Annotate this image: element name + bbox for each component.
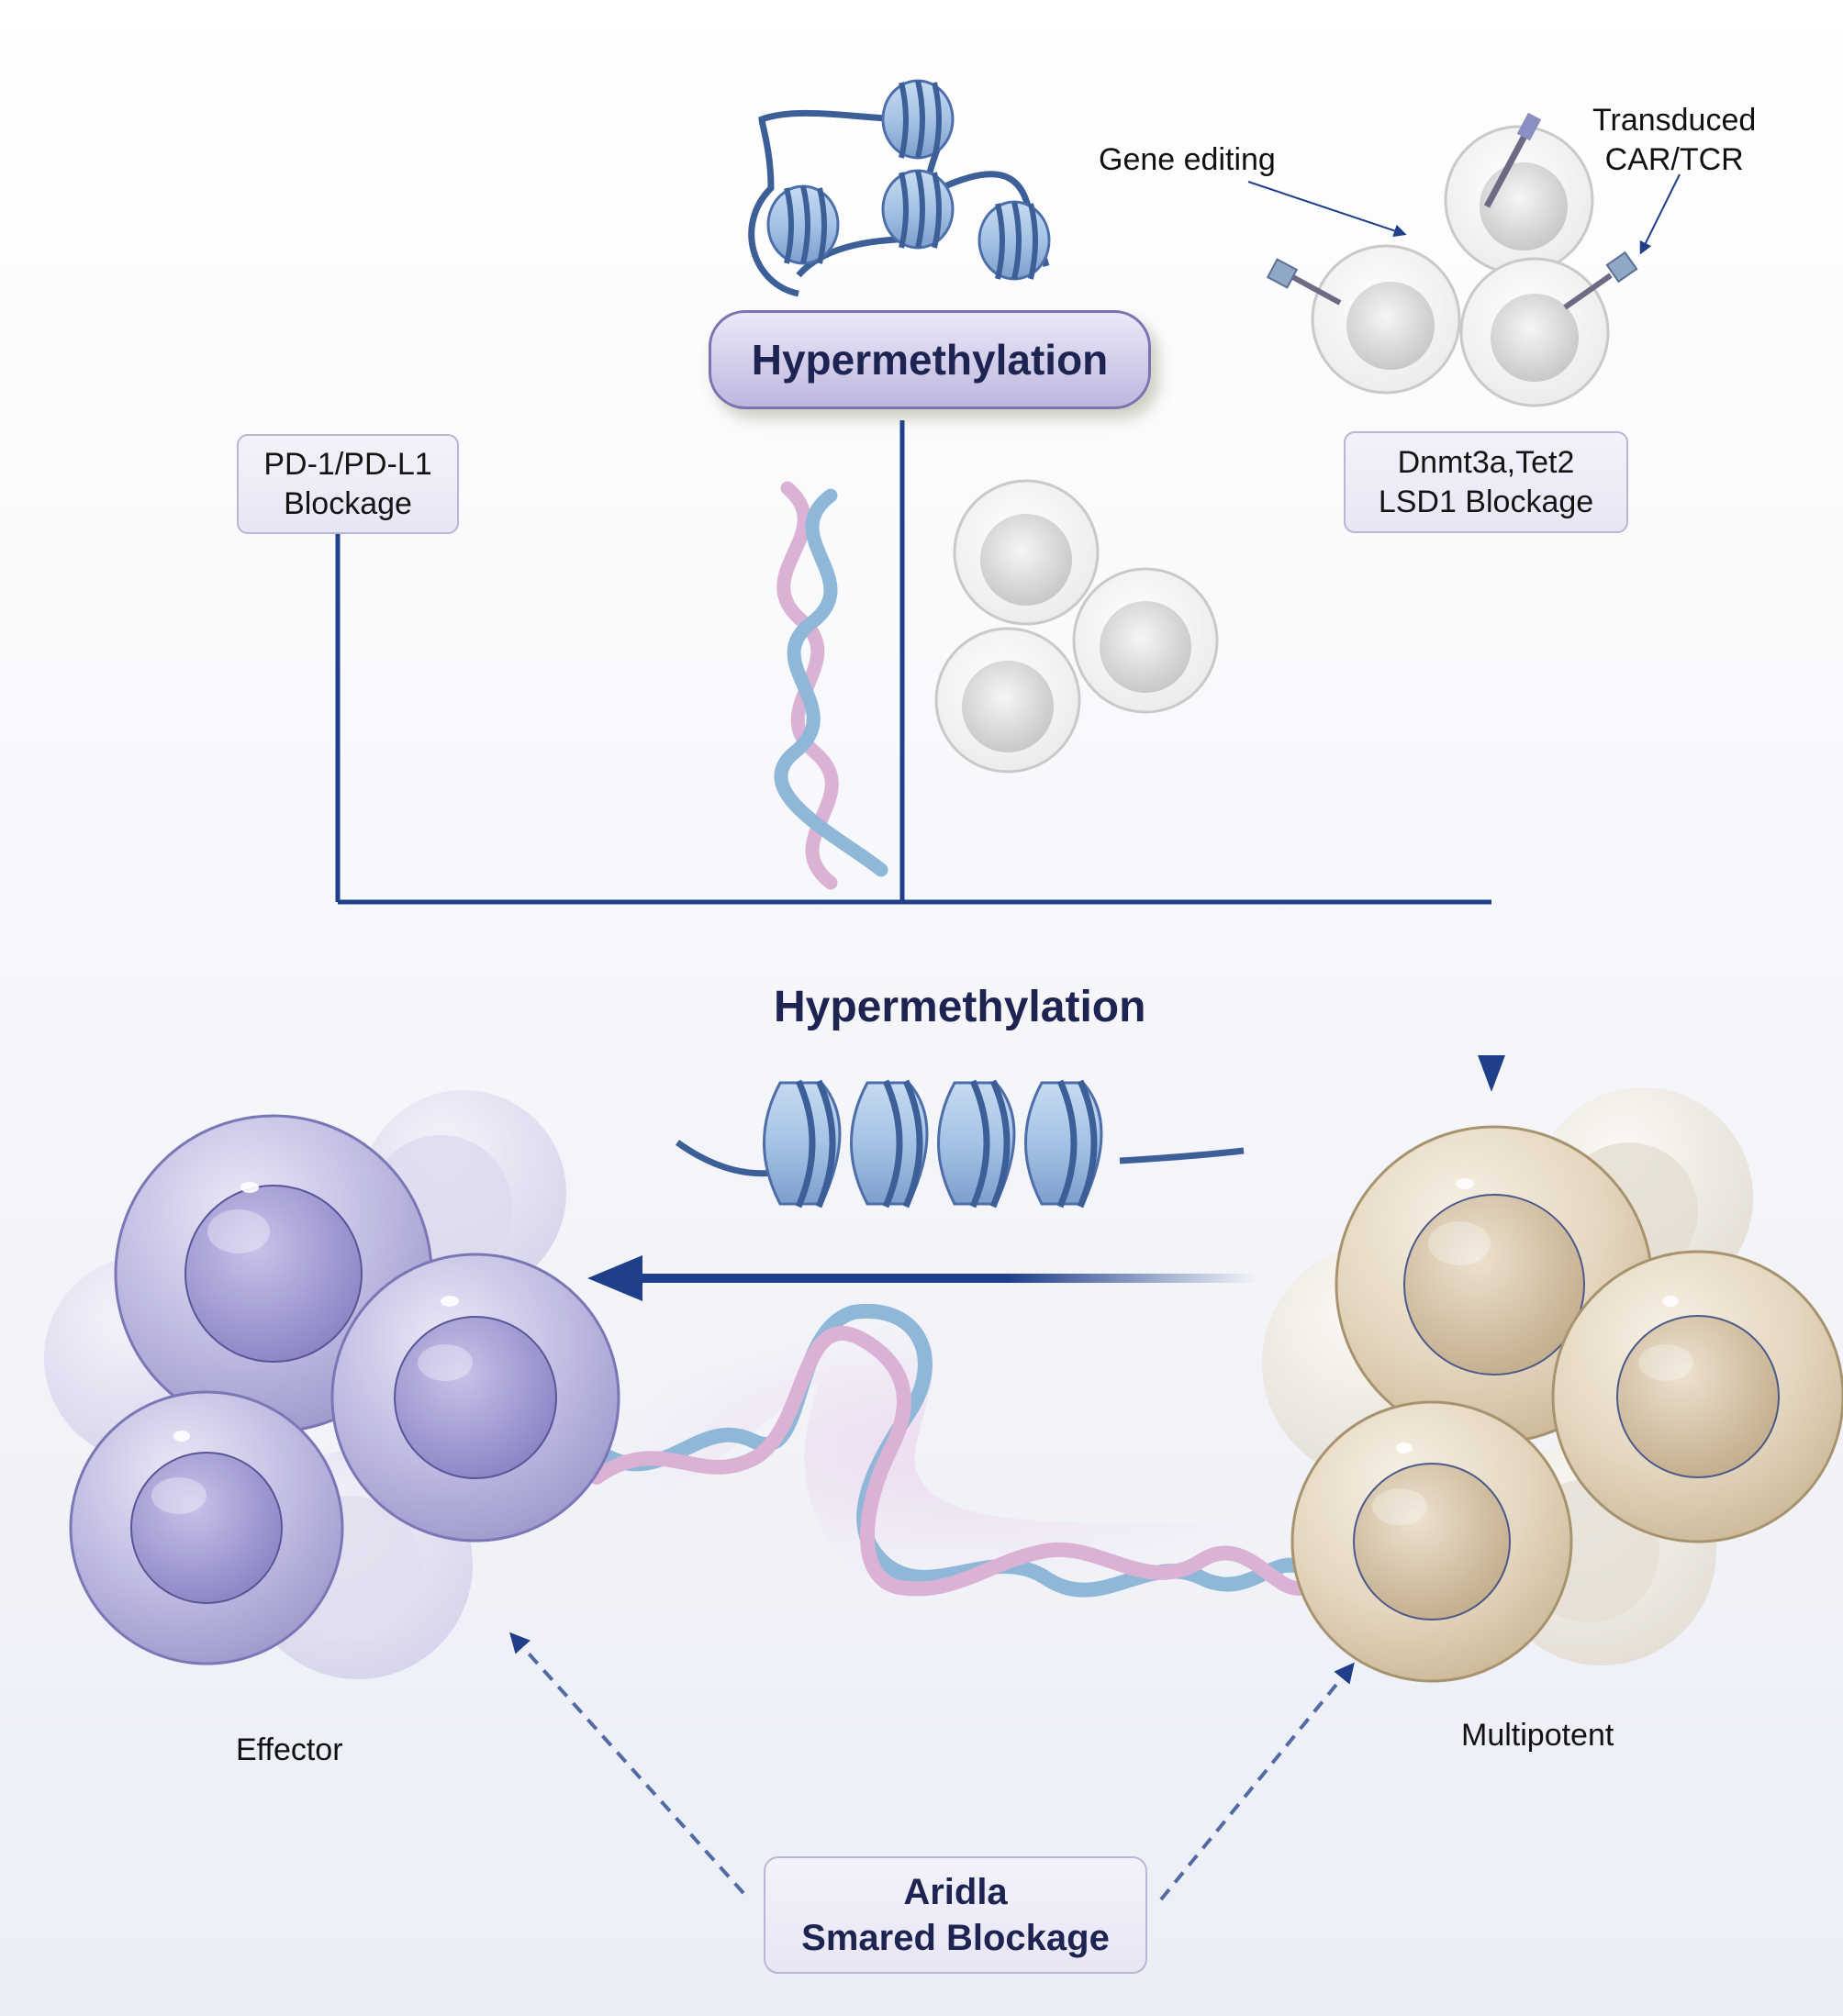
transduced-line2: CAR/TCR xyxy=(1604,141,1744,177)
hypermethylation-title-top: Hypermethylation xyxy=(709,310,1151,409)
dnmt3a-tet2-lsd1-box: Dnmt3a,Tet2 LSD1 Blockage xyxy=(1344,431,1628,533)
multipotent-label: Multipotent xyxy=(1461,1718,1614,1753)
gene-editing-needle xyxy=(1483,122,1535,208)
nucleosome xyxy=(763,1079,842,1208)
effector-cell xyxy=(330,1253,620,1543)
dashed-arrow-to-effector xyxy=(509,1632,745,1895)
multipotent-cell-cluster xyxy=(1262,1087,1843,1683)
dashed-arrow-to-multipotent xyxy=(1159,1662,1355,1901)
gene-editing-label: Gene editing xyxy=(1099,142,1276,177)
nucleosome xyxy=(977,200,1051,281)
pd1-blockage-box: PD-1/PD-L1 Blockage xyxy=(237,434,459,534)
nucleosome xyxy=(881,169,955,250)
dna-helix-long xyxy=(587,1264,1322,1634)
differentiation-arrow xyxy=(587,1255,1257,1301)
nucleosome xyxy=(881,79,955,160)
down-arrow-head xyxy=(1478,1055,1505,1092)
aridla-box-line1: Aridla xyxy=(903,1872,1008,1912)
dnmt-box-line1: Dnmt3a,Tet2 xyxy=(1397,445,1575,480)
hypermethylation-title-top-text: Hypermethylation xyxy=(751,336,1109,384)
effector-cell-cluster xyxy=(44,1090,620,1679)
nucleosome-array xyxy=(675,1079,1245,1208)
nucleosome xyxy=(937,1079,1016,1208)
multipotent-cell xyxy=(1551,1250,1843,1543)
nucleosome xyxy=(850,1079,929,1208)
chromatin-loop-top xyxy=(748,79,1051,297)
pd1-blockage-line2: Blockage xyxy=(284,485,412,521)
effector-cell xyxy=(69,1390,344,1665)
connector-lines xyxy=(335,420,1494,1064)
transduced-arrow xyxy=(1639,173,1681,255)
transduced-car-tcr-label: Transduced CAR/TCR xyxy=(1592,101,1756,179)
gene-editing-arrow xyxy=(1247,181,1407,238)
effector-label: Effector xyxy=(236,1732,343,1767)
aridla-box-line2: Smared Blockage xyxy=(801,1918,1110,1958)
nucleosome xyxy=(766,184,840,265)
dna-helix-vertical xyxy=(774,481,888,890)
multipotent-cell xyxy=(1290,1400,1573,1683)
dnmt-box-line2: LSD1 Blockage xyxy=(1378,484,1594,519)
nucleosome xyxy=(1024,1079,1103,1208)
aridla-smared-blockage-box: Aridla Smared Blockage xyxy=(764,1856,1147,1974)
receptor-icon xyxy=(1266,258,1299,289)
hypermethylation-title-mid: Hypermethylation xyxy=(774,983,1146,1031)
naive-cell-group xyxy=(934,479,1219,774)
transduced-line1: Transduced xyxy=(1592,103,1757,138)
pd1-blockage-line1: PD-1/PD-L1 xyxy=(263,447,432,482)
engineered-cell-cluster xyxy=(1247,112,1681,407)
receptor-icon xyxy=(1605,251,1638,284)
